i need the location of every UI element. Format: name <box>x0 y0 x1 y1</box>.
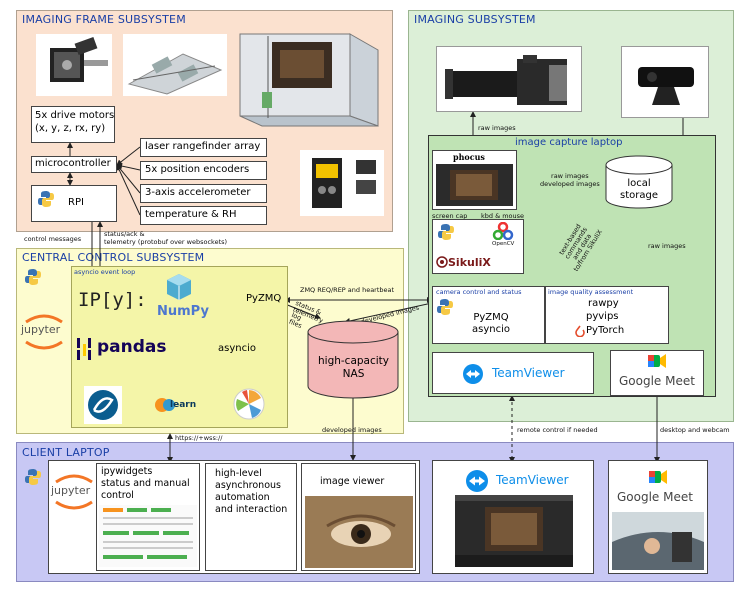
jupyter-logo-icon <box>25 314 63 350</box>
python-logo-icon <box>25 469 41 485</box>
local-storage-cylinder <box>605 155 673 209</box>
python-logo-icon <box>437 299 453 315</box>
screen-cap-label: screen cap <box>432 212 468 220</box>
phocus-label: phocus <box>453 152 485 162</box>
microcontroller-label: microcontroller <box>35 158 111 169</box>
zmq-label: ZMQ REQ/REP and heartbeat <box>300 286 395 294</box>
python-logo-icon <box>25 269 41 285</box>
sensor-box-1 <box>140 138 267 157</box>
sensor-label-2: 5x position encoders <box>145 164 250 175</box>
teamviewer-label: TeamViewer <box>492 366 565 380</box>
central-control-title: CENTRAL CONTROL SUBSYSTEM <box>22 251 205 264</box>
opencv-logo-icon <box>492 222 514 240</box>
camera-control-body: PyZMQ asyncio <box>472 312 510 335</box>
kbd-mouse-label: kbd & mouse <box>481 212 525 220</box>
raw-dev-label: raw images developed images <box>540 172 600 188</box>
microcontroller-box <box>31 156 117 173</box>
ipython-label: IP[y]: <box>78 289 147 311</box>
jupyter-label: jupyter <box>21 323 61 336</box>
imaging-frame-title: IMAGING FRAME SUBSYSTEM <box>22 13 186 26</box>
sensor-box-2 <box>140 161 267 180</box>
iqa-box <box>545 286 669 344</box>
ipywidgets-label: ipywidgets status and manual control <box>101 466 190 501</box>
local-storage-label: local storage <box>620 178 658 201</box>
teamviewer-box <box>432 352 594 394</box>
teamviewer-icon <box>463 364 483 384</box>
jupyter-logo-icon <box>55 474 93 510</box>
image-viewer-label: image viewer <box>320 476 385 487</box>
rpi-label: RPI <box>68 197 84 208</box>
ipywidgets-screenshot <box>99 505 197 567</box>
numpy-label: NumPy <box>157 304 209 319</box>
developed-images-down-label: developed images <box>322 426 382 434</box>
highlevel-label: high-level asynchronous automation and i… <box>215 468 288 515</box>
scikit-learn-logo-icon <box>155 398 175 412</box>
sensor-label-1: laser rangefinder array <box>145 141 261 152</box>
sensor-box-3 <box>140 184 267 203</box>
google-meet-icon <box>648 354 666 368</box>
camera-image <box>436 46 582 112</box>
iqa-pyvips: pyvips <box>586 311 619 322</box>
capture-laptop-label: image capture laptop <box>515 137 623 148</box>
camera-control-title: camera control and status <box>436 288 522 296</box>
client-jupyter-label: jupyter <box>51 484 91 497</box>
remote-control-label: remote control if needed <box>517 426 598 434</box>
highlevel-box <box>205 463 297 571</box>
pandas-label: pandas <box>97 337 167 357</box>
raw-images-top-label: raw images <box>478 124 516 132</box>
sensor-label-3: 3-axis accelerometer <box>145 187 251 198</box>
asyncio-label: asyncio <box>218 343 256 354</box>
iqa-pytorch: PyTorch <box>586 325 625 336</box>
google-meet-screenshot <box>612 512 704 570</box>
pytorch-logo-icon <box>575 325 585 337</box>
teamviewer-screenshot <box>455 495 573 567</box>
matplotlib-logo-icon <box>233 388 265 420</box>
drive-motors-label: 5x drive motors (x, y, z, rx, ry) <box>35 110 115 134</box>
sensor-box-4 <box>140 206 267 225</box>
desktop-webcam-label: desktop and webcam <box>660 426 730 434</box>
status-ack-label: status/ack & telemetry (protobuf over we… <box>104 230 228 246</box>
scipy-logo-icon <box>84 386 122 424</box>
google-meet-icon <box>649 470 667 484</box>
python-logo-icon <box>38 191 54 207</box>
iqa-title: image quality assessment <box>548 288 634 296</box>
drive-motors-box <box>31 106 115 143</box>
raw-images-right-label: raw images <box>648 242 686 250</box>
iqa-rawpy: rawpy <box>588 298 619 309</box>
sikulix-label: SikuliX <box>448 256 491 269</box>
python-logo-icon <box>438 224 454 240</box>
image-viewer-eye-image <box>305 496 413 568</box>
control-messages-label: control messages <box>24 235 82 243</box>
frame-render-image <box>232 28 382 128</box>
stepper-motor-image <box>36 34 112 96</box>
nas-label: high-capacity NAS <box>318 355 390 380</box>
imaging-title: IMAGING SUBSYSTEM <box>414 13 536 26</box>
client-teamviewer-label: TeamViewer <box>496 473 569 487</box>
phocus-screenshot <box>436 164 513 206</box>
sikulix-logo-icon <box>436 256 448 268</box>
client-laptop-title: CLIENT LAPTOP <box>22 446 110 459</box>
numpy-logo-icon <box>167 274 191 300</box>
camera-control-box <box>432 286 545 344</box>
nas-cylinder <box>307 320 399 399</box>
event-loop-title: asyncio event loop <box>74 268 136 276</box>
linear-stage-image <box>123 34 227 96</box>
learn-label: learn <box>170 400 197 410</box>
pyzmq-label: PyZMQ <box>246 293 282 304</box>
pandas-logo-icon <box>77 338 91 360</box>
webcam-image <box>621 46 709 118</box>
client-google-meet-label: Google Meet <box>617 490 693 504</box>
rangefinder-image <box>300 150 384 216</box>
opencv-label: OpenCV <box>492 241 515 247</box>
https-label: https://+wss:// <box>175 434 223 442</box>
teamviewer-icon <box>466 470 488 492</box>
sensor-label-4: temperature & RH <box>145 209 237 220</box>
google-meet-label: Google Meet <box>619 374 695 388</box>
